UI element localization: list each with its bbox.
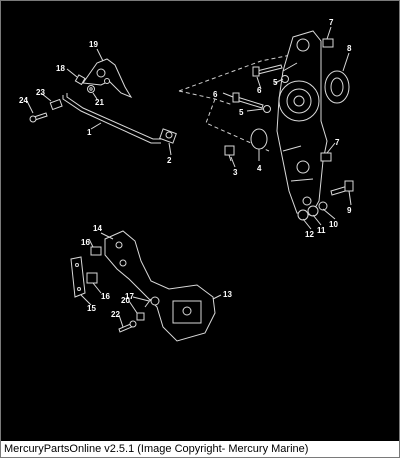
spacer-disc[interactable] bbox=[250, 128, 268, 150]
rod-bushing[interactable] bbox=[49, 98, 63, 111]
callout-10: 10 bbox=[329, 220, 338, 229]
callout-5-left: 5 bbox=[239, 108, 244, 117]
callout-7-top: 7 bbox=[329, 18, 334, 27]
callout-1: 1 bbox=[87, 128, 92, 137]
callout-18: 20 bbox=[121, 296, 130, 305]
callout-3: 3 bbox=[233, 168, 238, 177]
callout-13: 13 bbox=[223, 290, 232, 299]
rod-pin[interactable] bbox=[29, 112, 48, 123]
callout-8: 8 bbox=[347, 44, 352, 53]
callout-21: 19 bbox=[89, 40, 98, 49]
throttle-lever-assembly[interactable] bbox=[276, 30, 328, 216]
grommet-lower[interactable] bbox=[86, 272, 98, 284]
callout-17: 17 bbox=[125, 292, 134, 301]
callout-15: 15 bbox=[87, 304, 96, 313]
callout-7-bottom: 7 bbox=[335, 138, 340, 147]
callout-2: 2 bbox=[167, 156, 172, 165]
callout-4: 4 bbox=[257, 164, 262, 173]
callout-19: 22 bbox=[111, 310, 120, 319]
cable-clip[interactable] bbox=[144, 296, 160, 308]
lever-bushing-top[interactable] bbox=[322, 38, 334, 48]
callout-11: 11 bbox=[317, 226, 326, 235]
callout-labels: 19 18 21 23 24 1 2 7 8 5 6 6 5 7 9 10 11… bbox=[19, 18, 352, 319]
rod-clip[interactable] bbox=[159, 128, 177, 144]
callout-20: 18 bbox=[56, 64, 65, 73]
callout-9: 9 bbox=[347, 206, 352, 215]
callout-23: 23 bbox=[36, 88, 45, 97]
shift-bracket[interactable] bbox=[82, 58, 133, 99]
small-screw[interactable] bbox=[224, 145, 235, 162]
callout-6-top: 6 bbox=[257, 86, 262, 95]
shift-rod[interactable] bbox=[62, 93, 163, 144]
callout-leaders bbox=[26, 26, 352, 328]
callout-5-top: 5 bbox=[273, 78, 278, 87]
exploded-parts-diagram[interactable]: 19 18 21 23 24 1 2 7 8 5 6 6 5 7 9 10 11… bbox=[1, 1, 399, 441]
mounting-plate[interactable] bbox=[70, 256, 86, 298]
callout-14: 14 bbox=[93, 224, 102, 233]
status-bar: MercuryPartsOnline v2.5.1 (Image Copyrig… bbox=[1, 442, 399, 457]
shift-bracket-lower[interactable] bbox=[104, 230, 216, 342]
lower-bolt[interactable] bbox=[232, 92, 271, 113]
grommet-upper[interactable] bbox=[90, 246, 102, 256]
callout-6-left: 6 bbox=[213, 90, 218, 99]
upper-bolt[interactable] bbox=[252, 64, 289, 83]
bracket-nut[interactable] bbox=[74, 74, 86, 86]
clip-nut[interactable] bbox=[136, 312, 145, 321]
callout-16-bottom: 16 bbox=[101, 292, 110, 301]
cam-follower-roller[interactable] bbox=[324, 70, 350, 104]
bracket-washer[interactable] bbox=[87, 85, 95, 93]
diagram-canvas: 19 18 21 23 24 1 2 7 8 5 6 6 5 7 9 10 11… bbox=[19, 18, 354, 342]
callout-22: 21 bbox=[95, 98, 104, 107]
lever-washers[interactable] bbox=[297, 201, 328, 221]
callout-24: 24 bbox=[19, 96, 28, 105]
clip-screw[interactable] bbox=[118, 320, 137, 333]
callout-16-top: 16 bbox=[81, 238, 90, 247]
lever-bushing-bottom[interactable] bbox=[320, 152, 332, 162]
callout-12: 12 bbox=[305, 230, 314, 239]
